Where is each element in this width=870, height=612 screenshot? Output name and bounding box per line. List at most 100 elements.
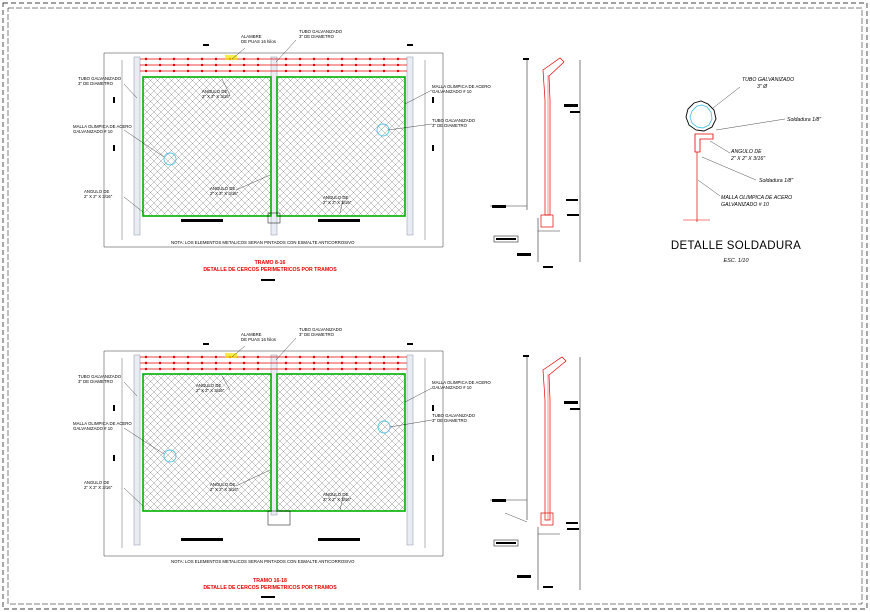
dimension-tick [432, 455, 434, 461]
barbed-wire-barbs [144, 57, 400, 73]
barb [396, 355, 400, 359]
barb [326, 63, 330, 67]
barb [172, 63, 176, 67]
barb [158, 63, 162, 67]
leader-line [275, 39, 297, 63]
dimension-tick [432, 405, 434, 411]
leader-line [235, 469, 271, 487]
barb [382, 57, 386, 61]
weld-label-soldadura-1: Soldadura 1/8" [787, 117, 822, 123]
dimension-tick [432, 97, 434, 103]
barb [200, 57, 204, 61]
barb [256, 361, 260, 365]
barb [340, 57, 344, 61]
weld-label-angulo: ANGULO DE [730, 149, 762, 155]
leader-line [387, 123, 433, 131]
barb [214, 361, 218, 365]
foundation-bar [318, 538, 360, 541]
barb [228, 69, 232, 73]
leader-line [123, 381, 138, 397]
barb [214, 69, 218, 73]
barb [186, 367, 190, 371]
section-marker-left [163, 152, 177, 166]
barb [284, 361, 288, 365]
barb [242, 57, 246, 61]
note-top: NOTA: LOS ELEMENTOS METALICOS SERAN PINT… [171, 240, 355, 245]
foundation-bar [181, 219, 223, 222]
mesh-panel-left [143, 77, 271, 216]
post-center [270, 354, 278, 516]
side-section-top [490, 57, 581, 268]
leader-line [221, 78, 231, 96]
leader-line [123, 83, 138, 99]
post-base-section [540, 214, 554, 228]
section-title-top-line1: TRAMO 8-16 [255, 260, 286, 266]
barb [158, 361, 162, 365]
barb [256, 355, 260, 359]
angle-frame-right [276, 76, 406, 217]
leader-line [123, 427, 165, 455]
barb [298, 367, 302, 371]
barb [242, 355, 246, 359]
barb [256, 367, 260, 371]
barb [214, 63, 218, 67]
barb [368, 63, 372, 67]
barbed-wire-barbs [144, 355, 400, 371]
barb [256, 57, 260, 61]
leader-line [701, 156, 757, 181]
barb [242, 69, 246, 73]
barb [298, 57, 302, 61]
barb [144, 355, 148, 359]
angle-frame-right [276, 373, 406, 512]
barb [396, 57, 400, 61]
barb [354, 367, 358, 371]
barb [256, 63, 260, 67]
post-left [133, 354, 141, 546]
section-title-bottom-line2: DETALLE DE CERCOS PERIMETRICOS POR TRAMO… [203, 585, 337, 591]
leader-line [231, 345, 246, 358]
barb [298, 63, 302, 67]
barb [214, 355, 218, 359]
barb [340, 63, 344, 67]
leader-line [231, 47, 246, 60]
dimension-tick [203, 44, 209, 46]
barb [158, 57, 162, 61]
barb [200, 63, 204, 67]
barb [186, 361, 190, 365]
post-center [270, 56, 278, 236]
barb [284, 57, 288, 61]
barb [284, 63, 288, 67]
barb [284, 355, 288, 359]
barb [200, 355, 204, 359]
dimension-tick [203, 343, 209, 345]
barb [186, 355, 190, 359]
barb [382, 63, 386, 67]
barb [158, 355, 162, 359]
leader-line [123, 196, 144, 213]
weld-label-malla-sub: GALVANIZADO # 10 [721, 202, 769, 208]
barbed-wire [140, 355, 407, 371]
barb [172, 355, 176, 359]
barb [242, 367, 246, 371]
section-marker-left [163, 449, 177, 463]
foundation-bar [181, 538, 223, 541]
weld-label-tubo: TUBO GALVANIZADO [742, 77, 794, 83]
leader-line [404, 89, 433, 105]
dimension-tick [113, 97, 115, 103]
leader-line [339, 496, 344, 511]
barb [200, 69, 204, 73]
barb [228, 361, 232, 365]
barb [186, 63, 190, 67]
barb [340, 367, 344, 371]
post-base-center [267, 212, 281, 224]
